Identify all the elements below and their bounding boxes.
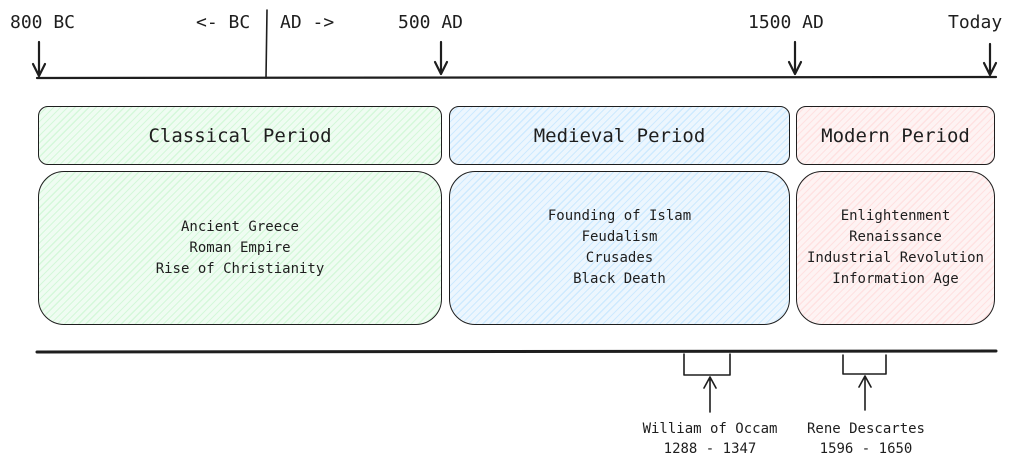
bottom-divider [35,349,998,354]
tick-label-1500ad: 1500 AD [748,12,824,33]
arrow-occam [703,376,717,413]
medieval-period-title: Medieval Period [533,124,706,147]
list-item: Renaissance [849,229,942,245]
classical-period-header: Classical Period [38,106,442,165]
arrow-800bc [31,40,47,78]
tick-label-today: Today [948,12,1003,33]
modern-period-box: Enlightenment Renaissance Industrial Rev… [796,171,995,325]
person-name: William of Occam [642,421,778,437]
list-item: Feudalism [581,229,658,245]
arrow-descartes [858,375,872,411]
tick-label-500ad: 500 AD [398,12,464,33]
list-item: Crusades [585,250,654,266]
tick-label-800bc: 800 BC [10,12,76,33]
medieval-period-box: Founding of Islam Feudalism Crusades Bla… [449,171,790,325]
modern-period-header: Modern Period [796,106,995,165]
list-item: Ancient Greece [180,218,299,235]
bracket-descartes [842,354,887,375]
person-years: 1288 - 1347 [663,441,757,457]
person-occam: William of Occam 1288 - 1347 [637,419,783,459]
tick-label-ad: AD -> [280,12,335,33]
list-item: Enlightenment [840,208,951,224]
person-years: 1596 - 1650 [819,441,913,457]
arrow-today [982,42,998,77]
person-descartes: Rene Descartes 1596 - 1650 [796,419,936,459]
arrow-1500ad [787,40,803,76]
list-item: Information Age [832,271,959,287]
bracket-occam [683,353,731,376]
list-item: Rise of Christianity [155,260,325,277]
timeline-axis [35,75,998,80]
list-item: Founding of Islam [547,208,692,224]
list-item: Roman Empire [189,239,291,256]
modern-period-list: Enlightenment Renaissance Industrial Rev… [807,206,984,290]
classical-period-box: Ancient Greece Roman Empire Rise of Chri… [38,171,442,325]
medieval-period-header: Medieval Period [449,106,790,165]
list-item: Black Death [573,271,666,287]
list-item: Industrial Revolution [806,250,984,266]
tick-label-bc: <- BC [196,12,251,33]
arrow-500ad [433,40,449,76]
modern-period-title: Modern Period [821,124,970,147]
bc-ad-divider [265,9,268,79]
medieval-period-list: Founding of Islam Feudalism Crusades Bla… [548,206,691,290]
classical-period-list: Ancient Greece Roman Empire Rise of Chri… [156,217,325,280]
classical-period-title: Classical Period [148,124,332,147]
person-name: Rene Descartes [806,421,925,437]
